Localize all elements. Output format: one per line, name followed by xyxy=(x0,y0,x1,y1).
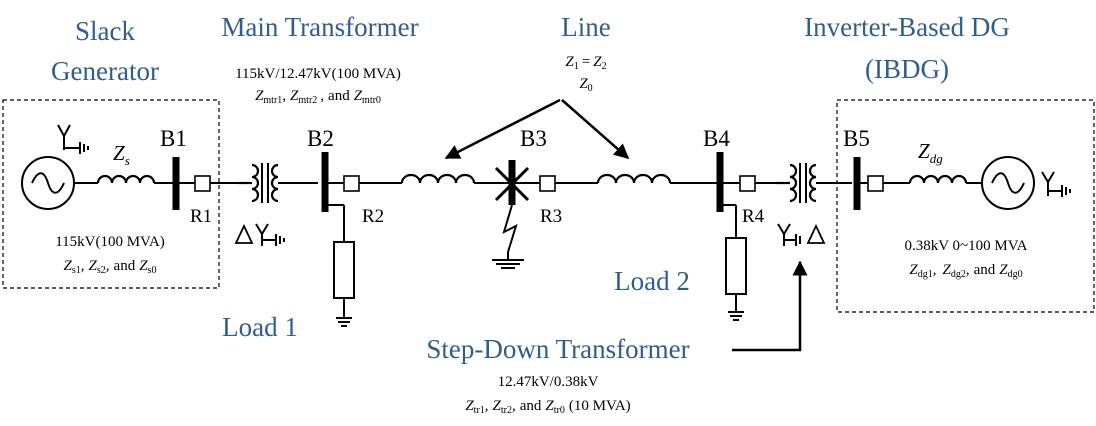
relay-r3 xyxy=(539,175,556,192)
relay-r2 xyxy=(343,175,360,192)
line-inductor-2 xyxy=(596,173,672,184)
ibdg-label-line2: (IBDG) xyxy=(865,54,949,84)
zdg-label: Zdg xyxy=(918,139,943,166)
line-z1-z2: Z1=Z2 xyxy=(565,54,606,72)
ibdg-ground-wye-icon xyxy=(1041,171,1071,197)
stepdown-wye-delta-icon xyxy=(777,223,826,246)
fault-symbol xyxy=(492,166,530,269)
main-tx-delta-wye-icon xyxy=(234,223,285,246)
stepdown-rating: 12.47kV/0.38kV xyxy=(498,374,599,390)
line-label: Line xyxy=(561,12,610,42)
main-transformer-symbol xyxy=(238,163,318,203)
bus-b4-label: B4 xyxy=(703,126,730,151)
relay-r5 xyxy=(867,175,884,192)
stepdown-arrow xyxy=(732,260,808,352)
relay-r2-label: R2 xyxy=(362,206,384,227)
slack-generator-symbol xyxy=(21,156,75,210)
relay-r4 xyxy=(739,175,756,192)
stepdown-transformer-symbol xyxy=(776,163,852,203)
zs-inductor xyxy=(96,174,156,184)
relay-r1-label: R1 xyxy=(190,206,212,227)
main-transformer-label: Main Transformer xyxy=(221,12,418,42)
slack-label-line1: Slack xyxy=(75,16,135,46)
zs-label: Zs xyxy=(113,141,130,168)
ibdg-rating: 0.38kV 0~100 MVA xyxy=(905,238,1028,254)
slack-label-line2: Generator xyxy=(51,56,159,86)
relay-r1 xyxy=(194,175,211,192)
bus-b2-label: B2 xyxy=(307,126,334,151)
bus-b5-label: B5 xyxy=(843,126,870,151)
line-arrow-right xyxy=(561,99,630,159)
line-z0: Z0 xyxy=(579,76,592,94)
ibdg-generator-symbol xyxy=(981,156,1035,210)
line-inductor-1 xyxy=(400,173,476,184)
load1-label: Load 1 xyxy=(222,312,298,342)
load2-label: Load 2 xyxy=(614,266,690,296)
main-tx-rating: 115kV/12.47kV(100 MVA) xyxy=(235,66,401,82)
slack-rating: 115kV(100 MVA) xyxy=(55,234,165,250)
load1-symbol xyxy=(325,204,355,327)
bus-b3-label: B3 xyxy=(520,126,547,151)
slack-ground-wye-icon xyxy=(57,124,89,154)
relay-r4-label: R4 xyxy=(742,206,765,227)
ibdg-label-line1: Inverter-Based DG xyxy=(804,12,1010,42)
ibdg-box xyxy=(836,99,1095,313)
load2-symbol xyxy=(720,204,747,321)
relay-r3-label: R3 xyxy=(540,206,562,227)
slack-generator-box xyxy=(2,99,220,289)
bus-b1-label: B1 xyxy=(160,126,187,151)
zdg-inductor xyxy=(908,174,968,184)
line-arrow-left xyxy=(444,98,561,160)
stepdown-label: Step-Down Transformer xyxy=(426,334,689,364)
